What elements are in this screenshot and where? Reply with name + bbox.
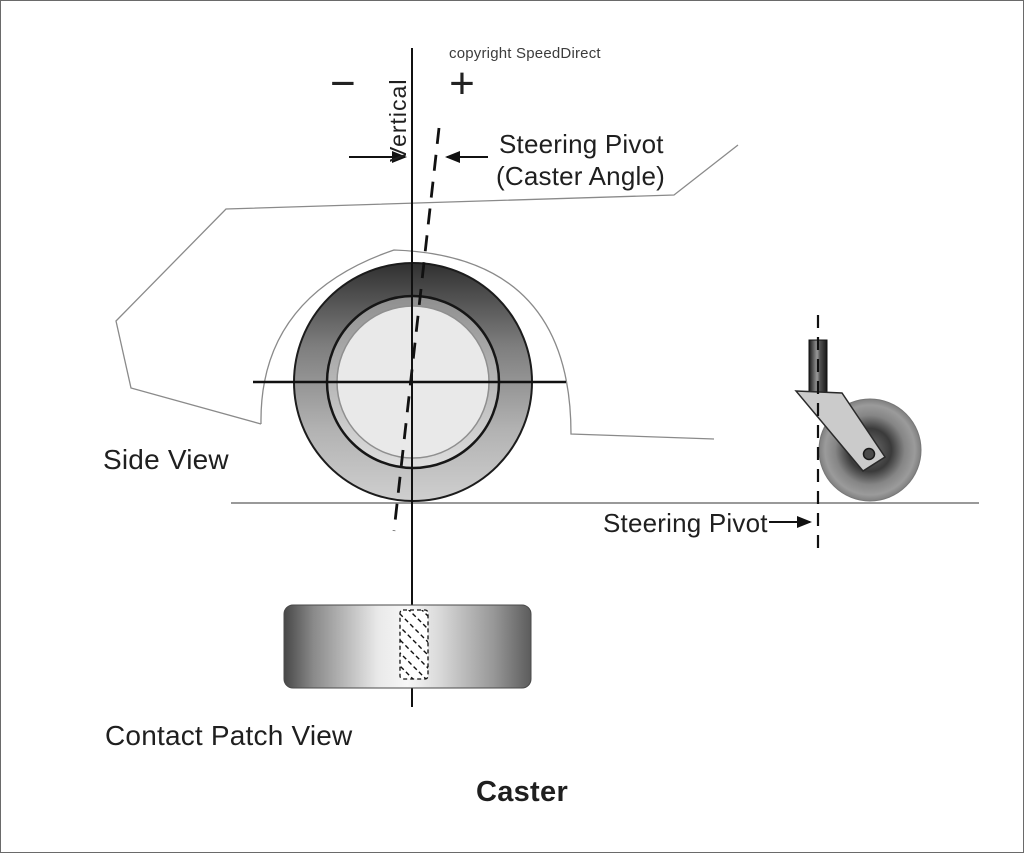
contact-patch-label: Contact Patch View [105,720,353,751]
hatch-line [400,610,428,679]
wheel-arch-outline [260,249,715,440]
diagram-title: Caster [476,776,568,808]
steering-pivot-axis-line [392,127,441,532]
caster-wheel-diagram [769,315,922,550]
car-body-outline [115,144,739,425]
hatch-line [400,610,428,679]
side-view-diagram [115,48,739,707]
hatch-line [400,610,428,679]
pivot-caster-label-line1: Steering Pivot [499,129,664,159]
hatch-line [400,610,428,679]
minus-symbol: − [330,59,356,108]
hatch-lines [400,610,428,679]
vertical-label: Vertical [385,79,411,162]
pivot-caster-label-line2: (Caster Angle) [496,161,665,191]
steering-pivot-label: Steering Pivot [603,508,768,538]
contact-patch-hatch [399,609,429,680]
contact-patch-diagram [283,604,532,689]
copyright-label: copyright SpeedDirect [449,45,601,62]
caster-axle-bolt [862,447,876,461]
side-view-label: Side View [103,444,229,475]
plus-symbol: + [449,59,475,108]
